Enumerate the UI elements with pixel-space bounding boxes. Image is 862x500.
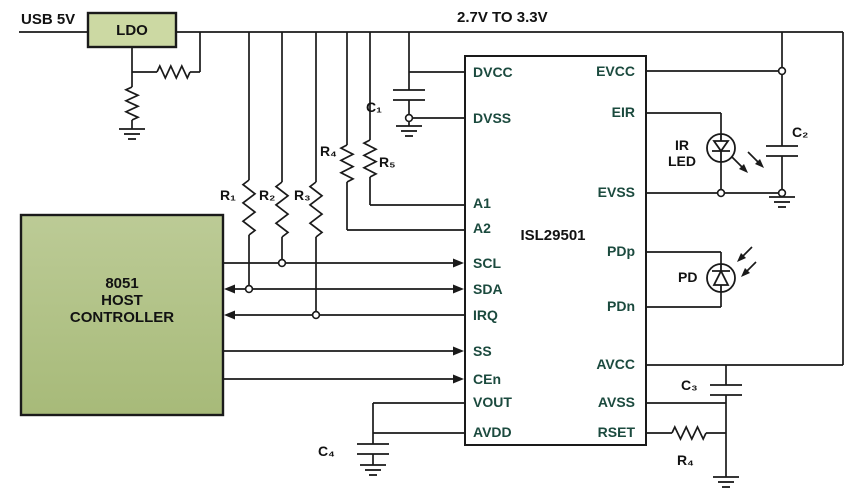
resistor-feedback: [156, 63, 191, 81]
ground-icon: [359, 464, 387, 476]
arrowhead-icon: [453, 258, 464, 268]
host-line1: 8051: [105, 274, 139, 292]
r5-label: R₅: [379, 154, 396, 170]
ir-led-symbol: [646, 112, 764, 193]
pin-evss: EVSS: [597, 184, 635, 200]
r4-rset-label: R₄: [677, 452, 694, 468]
resistor-divider: [123, 86, 141, 121]
arrowhead-icon: [453, 346, 464, 356]
incident-light-arrow-icon: [741, 268, 750, 277]
c3-label: C₃: [681, 377, 698, 393]
c2-label: C₂: [792, 124, 809, 140]
ir-led-line1: IR: [675, 137, 689, 153]
resistor-r4-pullup: [339, 32, 465, 231]
c4-label: C₄: [318, 443, 335, 459]
arrowhead-icon: [224, 310, 235, 320]
r4-pullup-label: R₄: [320, 143, 337, 159]
isl29501-box: [464, 55, 647, 446]
ground-icon: [395, 125, 423, 137]
pin-cen: CEn: [473, 371, 501, 387]
bus-wires: [223, 258, 465, 384]
host-controller-label: 8051 HOST CONTROLLER: [21, 215, 223, 385]
ground-icon: [712, 476, 740, 488]
power-rail-wires: [19, 31, 844, 365]
rail-voltage-label: 2.7V TO 3.3V: [457, 9, 548, 26]
pin-pdn: PDn: [607, 298, 635, 314]
arrowhead-icon: [453, 284, 464, 294]
pin-sda: SDA: [473, 281, 503, 297]
host-line2: HOST: [101, 291, 143, 309]
pin-avdd: AVDD: [473, 424, 512, 440]
capacitor-c4: [357, 402, 465, 476]
pin-pdp: PDp: [607, 243, 635, 259]
pin-rset: RSET: [597, 424, 635, 440]
pin-dvcc: DVCC: [473, 64, 513, 80]
r3-label: R₃: [294, 187, 311, 203]
pin-avcc: AVCC: [596, 356, 635, 372]
resistor-r4-rset: [671, 425, 707, 441]
pin-a1: A1: [473, 195, 491, 211]
r1-label: R₁: [220, 187, 236, 203]
photodiode-symbol: [646, 246, 757, 308]
pin-avss: AVSS: [597, 394, 635, 410]
host-line3: CONTROLLER: [69, 308, 175, 326]
resistor-r2: [274, 32, 290, 263]
pin-dvss: DVSS: [473, 110, 512, 126]
pin-vout: VOUT: [473, 394, 512, 410]
resistor-r1: [241, 32, 257, 289]
emission-arrow-icon: [739, 164, 748, 173]
pin-ss: SS: [473, 343, 492, 359]
usb-5v-label: USB 5V: [21, 11, 76, 28]
pin-irq: IRQ: [473, 307, 498, 323]
ldo-feedback-network: [118, 32, 201, 140]
pin-eir: EIR: [611, 104, 635, 120]
ir-led-label: IR LED: [658, 137, 706, 169]
ldo-label: LDO: [116, 21, 148, 39]
capacitor-c2: [646, 32, 798, 208]
arrowhead-icon: [224, 284, 235, 294]
ldo-box: [86, 11, 178, 49]
incident-light-arrow-icon: [737, 253, 746, 262]
host-controller-box: [19, 213, 225, 417]
pd-label: PD: [678, 269, 698, 285]
capacitor-c1: [393, 32, 465, 137]
ground-icon: [118, 128, 146, 140]
pin-a2: A2: [473, 220, 491, 236]
resistor-r5: [362, 32, 465, 206]
c1-label: C₁: [366, 99, 382, 115]
ic-name-label: ISL29501: [520, 227, 586, 244]
analog-supply-network: [646, 364, 843, 488]
pin-evcc: EVCC: [596, 63, 635, 79]
pin-scl: SCL: [473, 255, 501, 271]
ir-led-line2: LED: [668, 153, 696, 169]
ground-icon: [768, 196, 796, 208]
junction-dots: [244, 66, 787, 320]
arrowhead-icon: [453, 374, 464, 384]
r2-label: R₂: [259, 187, 276, 203]
emission-arrow-icon: [755, 159, 764, 168]
resistor-r3: [308, 32, 324, 315]
